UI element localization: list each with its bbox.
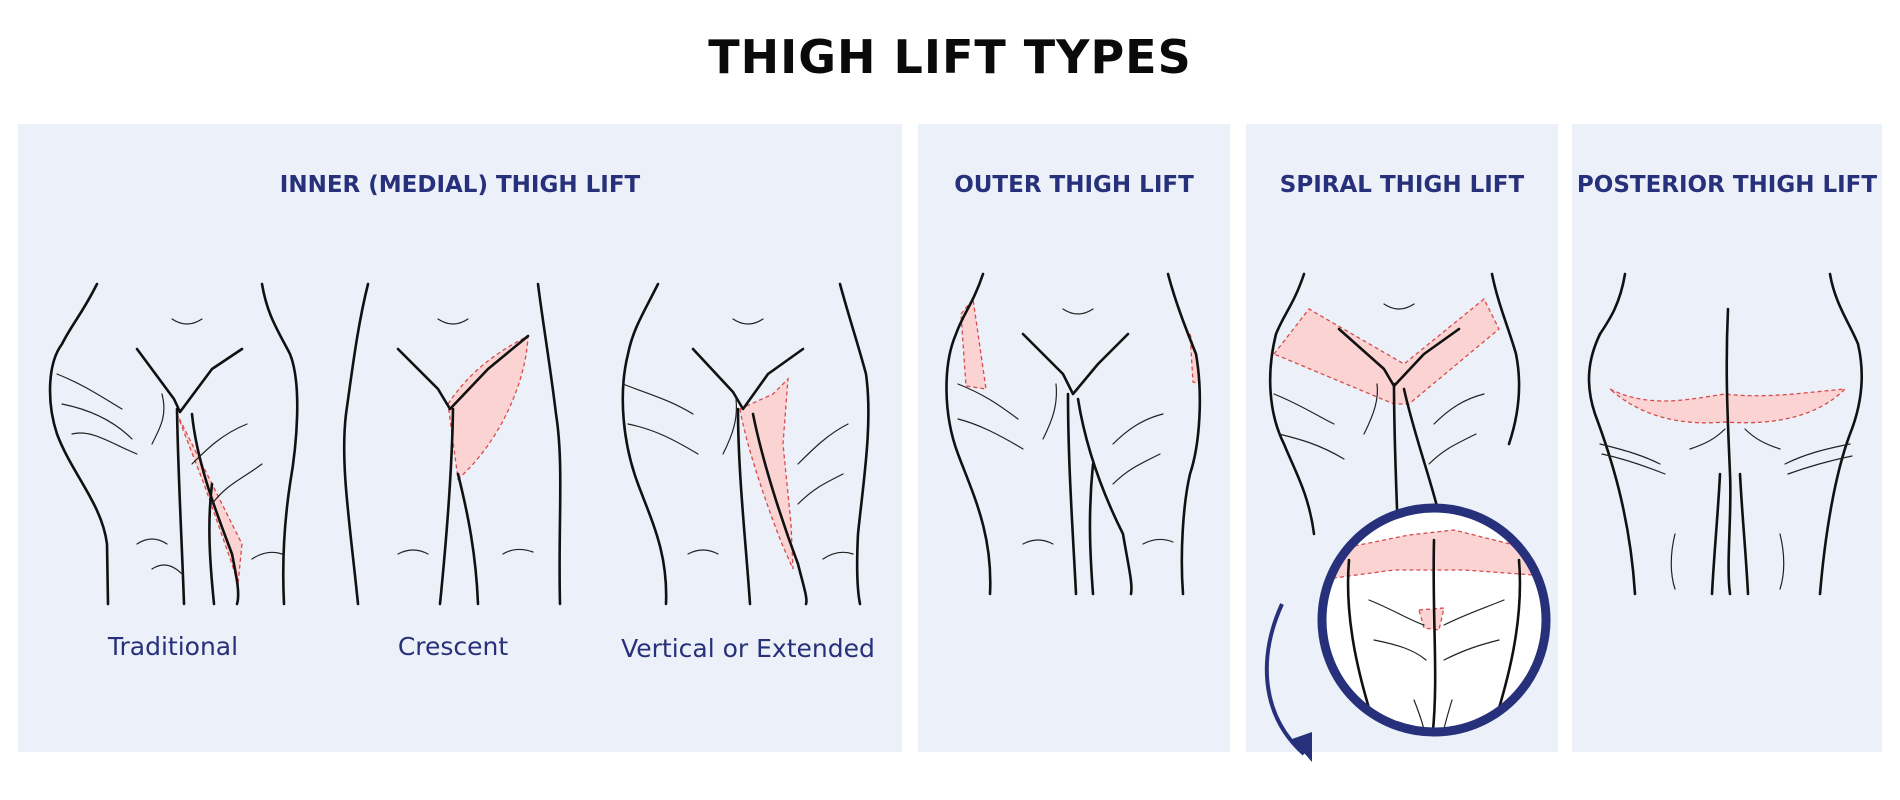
page-title: THIGH LIFT TYPES <box>708 30 1192 84</box>
spiral-detail-circle <box>1317 503 1551 737</box>
inner-thigh-lift-panel: INNER (MEDIAL) THIGH LIFT Traditional Cr… <box>18 124 902 752</box>
outer-incision-left <box>960 297 987 390</box>
outer-figure <box>945 272 1202 596</box>
posterior-thigh-lift-title: POSTERIOR THIGH LIFT <box>1576 172 1878 198</box>
spiral-incision <box>1272 297 1500 405</box>
variant-caption-traditional: Traditional <box>107 632 239 661</box>
inner-thigh-lift-title: INNER (MEDIAL) THIGH LIFT <box>279 172 641 198</box>
spiral-figure <box>1268 272 1521 536</box>
posterior-thigh-lift-panel: POSTERIOR THIGH LIFT <box>1572 124 1882 752</box>
outer-thigh-lift-panel: OUTER THIGH LIFT <box>918 124 1230 752</box>
outer-thigh-lift-title: OUTER THIGH LIFT <box>954 172 1194 198</box>
spiral-thigh-lift-panel: SPIRAL THIGH LIFT <box>1246 124 1558 762</box>
traditional-figure <box>48 282 299 606</box>
crescent-incision <box>447 334 529 481</box>
variant-caption-crescent: Crescent <box>397 632 509 661</box>
posterior-figure <box>1587 272 1863 596</box>
vertical-extended-figure <box>621 282 870 606</box>
crescent-figure <box>342 282 562 606</box>
variant-caption-vertical-extended: Vertical or Extended <box>621 634 875 663</box>
spiral-curved-arrow <box>1264 603 1312 762</box>
spiral-thigh-lift-title: SPIRAL THIGH LIFT <box>1279 172 1525 198</box>
